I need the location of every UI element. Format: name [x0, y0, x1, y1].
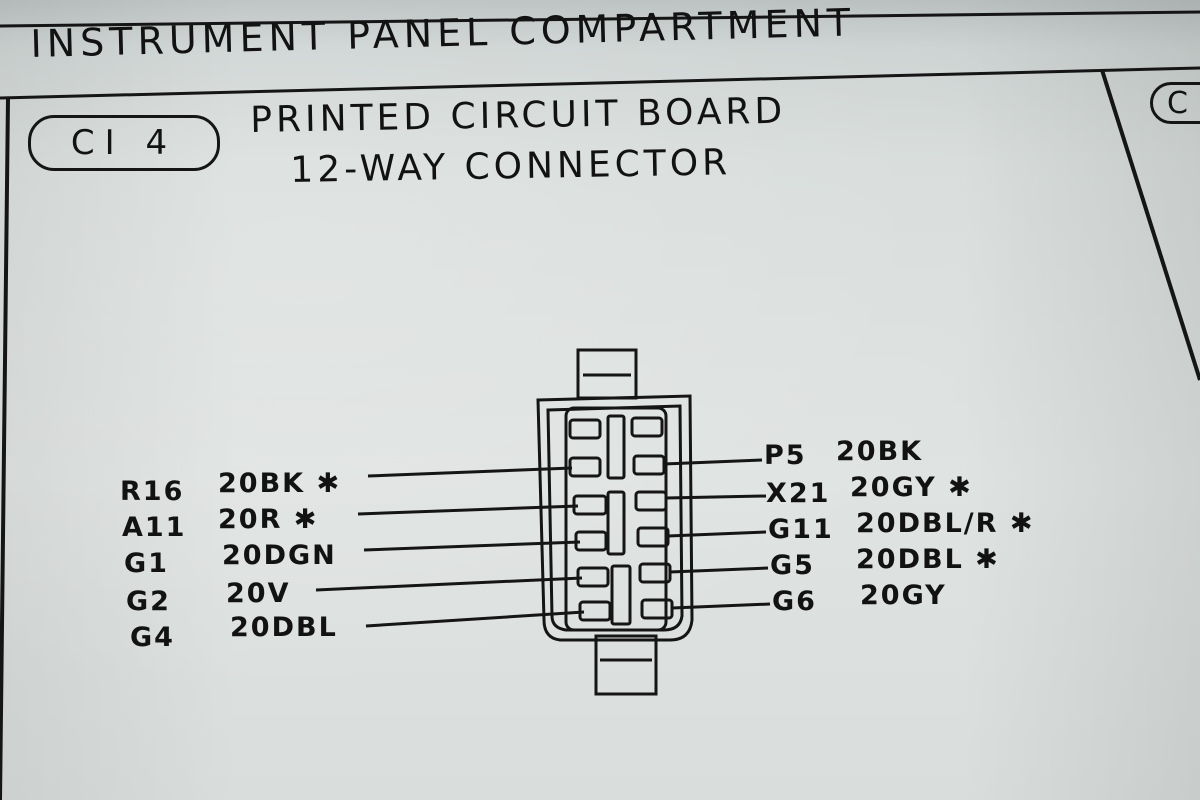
wire-line — [667, 530, 767, 538]
left-wire-label: 20R ✱ — [218, 504, 319, 535]
left-circuit-label: G1 — [124, 548, 169, 579]
right-circuit-label: P5 — [764, 440, 807, 471]
next-component-badge: C — [1150, 82, 1200, 124]
left-wire-label: 20DBL — [230, 612, 338, 643]
right-wire-label: 20BK — [836, 436, 924, 467]
panel-left-border — [0, 97, 10, 800]
panel-right-border — [1100, 69, 1200, 381]
right-circuit-label: X21 — [766, 478, 831, 509]
wire-line — [367, 466, 573, 478]
right-wire-label: 20GY — [860, 580, 947, 611]
wire-line — [669, 566, 769, 574]
wire-line — [363, 540, 581, 552]
right-wire-label: 20DBL ✱ — [856, 544, 1000, 575]
left-wire-label: 20DGN — [222, 540, 337, 571]
left-wires — [315, 466, 585, 628]
wire-line — [357, 504, 579, 516]
connector-drawing — [536, 348, 694, 696]
header-top-rule — [0, 10, 1200, 28]
left-circuit-label: G2 — [126, 586, 171, 617]
component-title-line2: 12-WAY CONNECTOR — [290, 142, 732, 191]
wire-line — [315, 576, 583, 592]
left-circuit-label: G4 — [130, 622, 175, 653]
left-wire-label: 20V — [226, 578, 291, 609]
right-wires — [663, 458, 771, 610]
wire-line — [665, 494, 767, 500]
right-wire-label: 20GY ✱ — [850, 472, 973, 503]
left-wire-label: 20BK ✱ — [218, 468, 342, 499]
right-wire-label: 20DBL/R ✱ — [856, 508, 1035, 539]
wire-line — [365, 610, 585, 628]
left-circuit-label: A11 — [122, 512, 187, 543]
connector-shell — [536, 394, 694, 642]
header-bottom-rule — [0, 66, 1200, 100]
connector-insert — [564, 406, 668, 632]
right-circuit-label: G6 — [772, 586, 817, 617]
right-circuit-label: G5 — [770, 550, 815, 581]
wire-line — [671, 602, 771, 610]
wire-line — [663, 458, 763, 466]
left-circuit-label: R16 — [120, 476, 185, 507]
right-circuit-label: G11 — [768, 514, 834, 545]
component-code-badge: CI 4 — [28, 115, 220, 171]
connector-bottom-latch — [594, 634, 658, 696]
